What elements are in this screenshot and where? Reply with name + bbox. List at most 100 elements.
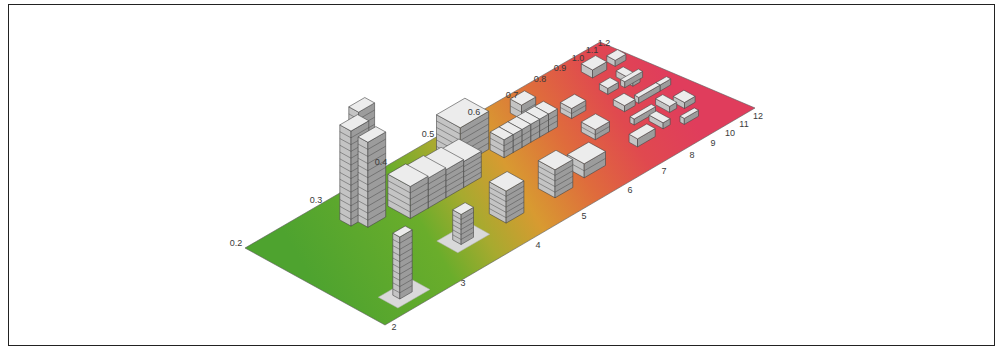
building-roof	[340, 115, 369, 132]
floor-line	[489, 191, 524, 201]
floor-line	[538, 176, 573, 186]
floor-line	[489, 197, 524, 207]
building	[567, 142, 605, 178]
building-roof	[453, 203, 474, 215]
floor-line	[489, 207, 524, 217]
distance-tick-label: 11	[739, 119, 748, 129]
floor-line	[358, 139, 386, 149]
floor-line	[358, 167, 386, 177]
building-roof	[581, 56, 606, 70]
floor-line	[538, 171, 573, 181]
floor-line	[489, 202, 524, 212]
distance-tick-label: 12	[753, 111, 763, 121]
building	[538, 150, 573, 198]
building-roof	[437, 98, 489, 128]
building-roof	[349, 98, 375, 113]
building-roof	[635, 83, 661, 98]
building-roof	[581, 114, 609, 130]
distance-tick-label: 9	[710, 138, 715, 148]
floor-line	[388, 200, 428, 212]
floor-line	[388, 187, 428, 199]
building-roof	[538, 150, 573, 170]
building-roof	[607, 50, 626, 61]
axis-tick-label: 1.0	[572, 53, 585, 63]
building-roof	[489, 172, 524, 192]
floor-line	[358, 182, 386, 192]
building	[607, 50, 626, 67]
building-roof	[490, 127, 513, 140]
axis-tick-label: 0.9	[554, 63, 567, 73]
axis-tick-label: 0.8	[534, 74, 547, 84]
floor-line	[393, 286, 412, 293]
floor-line	[538, 182, 573, 192]
axis-tick-label: 0.4	[375, 157, 388, 167]
axis-tick-label: 1.2	[598, 38, 611, 48]
building-roof	[673, 90, 695, 102]
building	[656, 95, 677, 113]
building	[489, 172, 524, 224]
building	[621, 69, 643, 88]
floor-line	[393, 261, 412, 268]
building	[490, 127, 513, 158]
building-roof	[393, 226, 412, 237]
axis-tick-label: 0.5	[422, 129, 435, 139]
building-roof	[567, 142, 605, 164]
floor-line	[490, 144, 513, 152]
building	[680, 108, 699, 125]
building-roof	[649, 111, 670, 123]
distance-tick-label: 3	[460, 278, 465, 288]
building	[560, 94, 585, 118]
floor-line	[393, 248, 412, 255]
distance-tick-label: 5	[581, 211, 586, 221]
building	[393, 226, 412, 299]
axis-tick-label: 0.7	[506, 90, 519, 100]
floor-line	[393, 236, 412, 243]
building	[581, 56, 606, 78]
floor-line	[358, 196, 386, 206]
building-roof	[560, 94, 585, 108]
building-roof	[629, 124, 655, 139]
axis-tick-label: 0.6	[468, 107, 481, 117]
frame	[9, 5, 995, 346]
building-roof	[656, 95, 677, 107]
ground-plane	[245, 42, 755, 325]
floor-line	[358, 210, 386, 220]
building	[599, 78, 618, 95]
building	[613, 93, 635, 111]
floor-line	[393, 242, 412, 249]
distance-tick-label: 2	[391, 322, 396, 332]
buildings	[340, 50, 699, 308]
building-roof	[599, 78, 618, 89]
axis-tick-label: 0.2	[230, 238, 243, 248]
floor-line	[393, 273, 412, 280]
axis-tick-label: 1.1	[586, 45, 599, 55]
building-roof	[388, 164, 428, 187]
building	[453, 203, 474, 245]
building-roof	[613, 93, 635, 105]
distance-tick-label: 8	[689, 150, 694, 160]
building-roof	[621, 69, 643, 82]
floor-line	[358, 203, 386, 213]
building-roof	[680, 108, 699, 119]
building	[581, 114, 609, 140]
floor-line	[388, 193, 428, 205]
distance-tick-label: 4	[535, 240, 540, 250]
distance-tick-label: 7	[661, 166, 666, 176]
axis-tick-label: 0.3	[310, 195, 323, 205]
building	[388, 164, 428, 219]
floor-line	[393, 267, 412, 274]
floor-line	[393, 279, 412, 286]
floor-line	[490, 138, 513, 146]
floor-line	[358, 175, 386, 185]
building	[649, 111, 670, 129]
distance-tick-label: 10	[725, 128, 735, 138]
floor-line	[358, 189, 386, 199]
floor-line	[358, 146, 386, 156]
building	[629, 124, 655, 147]
building	[358, 127, 386, 228]
floor-line	[393, 255, 412, 262]
distance-tick-label: 6	[627, 185, 632, 195]
building-roof	[358, 127, 386, 143]
